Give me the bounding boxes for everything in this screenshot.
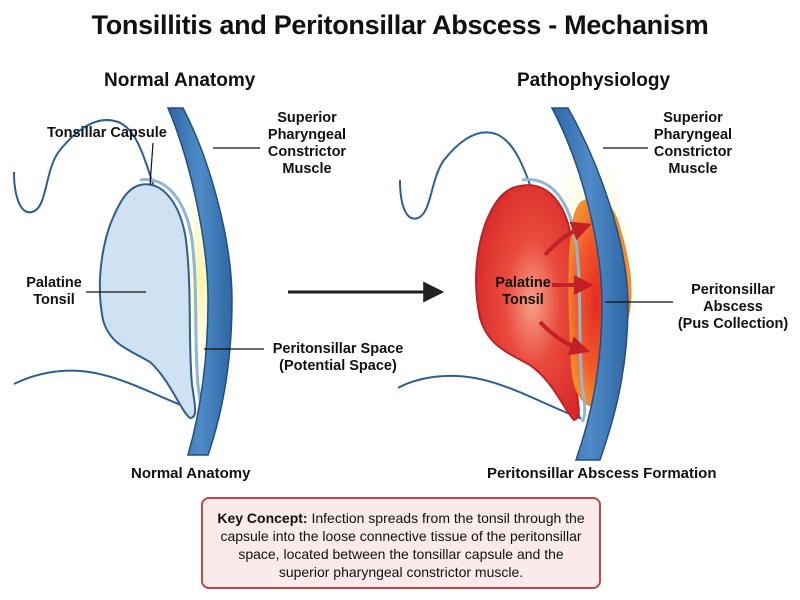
left-caption: Normal Anatomy (131, 465, 251, 482)
left-palatine-tonsil (98, 183, 197, 420)
left-label-peritonsillar-space: Peritonsillar Space (Potential Space) (272, 341, 404, 374)
key-concept-box: Key Concept: Infection spreads from the … (201, 497, 601, 589)
right-label-palatine-tonsil: Palatine Tonsil (495, 275, 551, 308)
left-anatomy (13, 107, 264, 456)
left-label-tonsillar-capsule: Tonsillar Capsule (47, 125, 167, 141)
right-caption: Peritonsillar Abscess Formation (487, 465, 717, 482)
key-concept-text: Infection spreads from the tonsil throug… (220, 510, 585, 580)
spread-arrow-lower (538, 320, 590, 356)
left-constrictor-muscle (166, 107, 233, 456)
right-anatomy (397, 107, 673, 461)
right-panel-heading: Pathophysiology (517, 70, 671, 91)
left-leader-capsule (149, 142, 154, 186)
right-constrictor-muscle (550, 107, 629, 461)
spread-arrow-upper (543, 221, 592, 257)
left-label-palatine-tonsil: Palatine Tonsil (26, 275, 82, 308)
left-label-constrictor-muscle: Superior Pharyngeal Constrictor Muscle (267, 110, 347, 177)
key-concept-label: Key Concept: (217, 510, 308, 526)
right-label-peritonsillar-abscess: Peritonsillar Abscess (Pus Collection) (677, 282, 789, 332)
diagram-title: Tonsillitis and Peritonsillar Abscess - … (91, 10, 709, 40)
right-tonsillar-capsule (521, 178, 587, 423)
right-label-constrictor-muscle: Superior Pharyngeal Constrictor Muscle (653, 110, 733, 177)
left-panel-heading: Normal Anatomy (104, 70, 256, 91)
